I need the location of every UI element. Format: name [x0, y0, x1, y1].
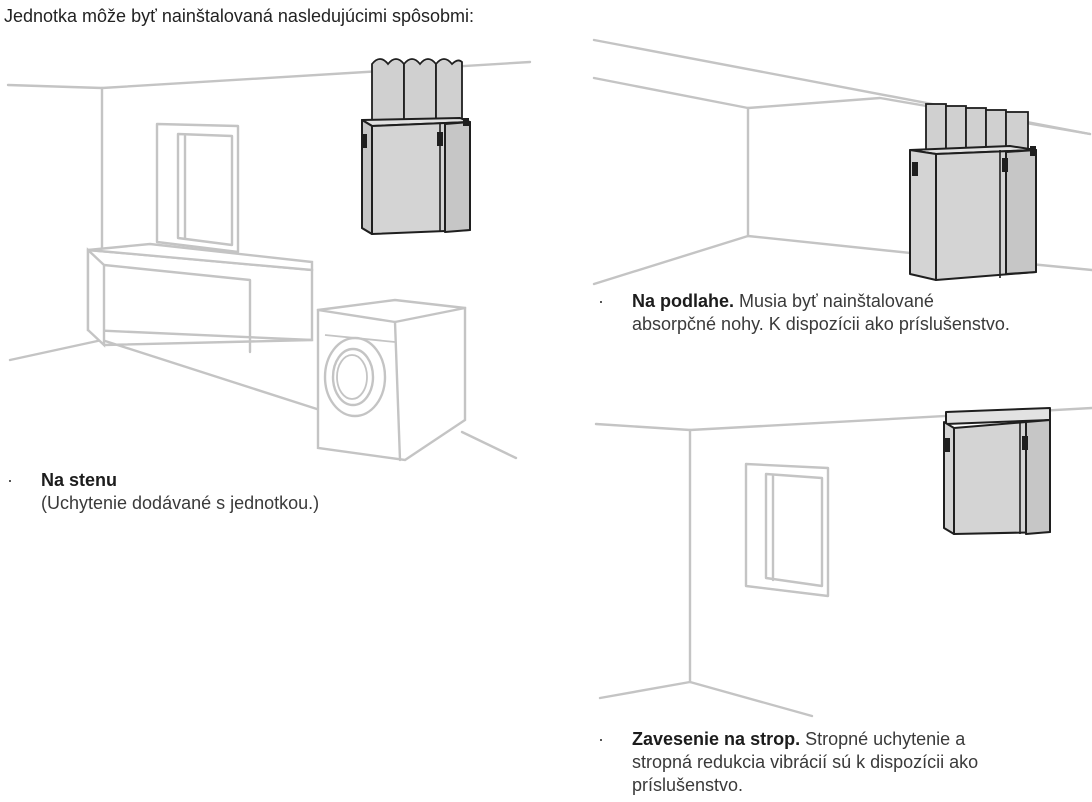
- ceiling-title: Zavesenie na strop.: [632, 729, 801, 749]
- ceiling-caption: Zavesenie na strop. Stropné uchytenie a …: [632, 728, 1087, 797]
- ceiling-bullet: ·: [598, 729, 604, 749]
- wall-text: (Uchytenie dodávané s jednotkou.): [41, 493, 320, 513]
- wall-bullet: ·: [7, 470, 13, 490]
- floor-text-line2: absorpčné nohy. K dispozícii ako prísluš…: [632, 314, 1010, 334]
- floor-title: Na podlahe.: [632, 291, 735, 311]
- floor-mount-illustration: [592, 38, 1092, 286]
- floor-caption: Na podlahe. Musia byť nainštalované abso…: [632, 290, 1092, 336]
- wall-caption: Na stenu (Uchytenie dodávané s jednotkou…: [41, 469, 461, 515]
- wall-mount-illustration: [6, 58, 532, 462]
- floor-bullet: ·: [598, 291, 604, 311]
- intro-text: Jednotka môže byť nainštalovaná nasleduj…: [4, 6, 475, 26]
- ceiling-text-line2: stropná redukcia vibrácií sú k dispozíci…: [632, 752, 979, 772]
- floor-text-line1: Musia byť nainštalované: [739, 291, 934, 311]
- ceiling-mount-illustration: [594, 406, 1092, 718]
- ceiling-text-line3: príslušenstvo.: [632, 775, 744, 795]
- ceiling-text-line1: Stropné uchytenie a: [805, 729, 966, 749]
- wall-title: Na stenu: [41, 470, 118, 490]
